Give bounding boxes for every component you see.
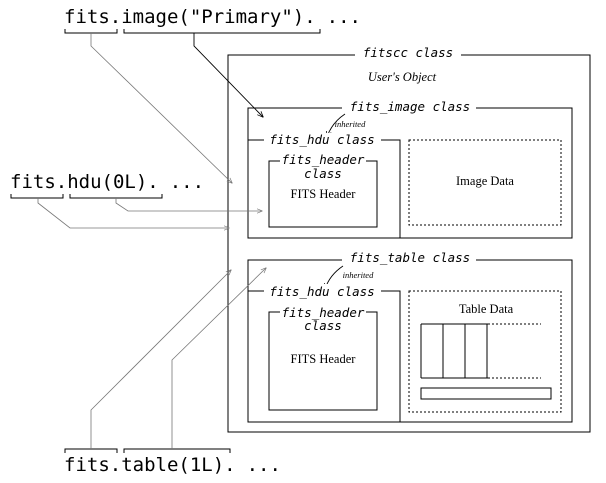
code-hdu-prefix: fits.	[10, 171, 67, 193]
table-inherited-label: inherited	[343, 270, 374, 280]
table-prefix-arrow	[90, 270, 231, 449]
hdu-call-bracket	[69, 194, 163, 199]
hdu-prefix-bracket	[10, 194, 64, 199]
image-fits-hdu-label: fits_hdu class	[269, 132, 374, 147]
table-row-bar	[420, 387, 552, 400]
code-hdu-line: fits.hdu(0L)....	[10, 171, 204, 193]
code-table-prefix: fits.	[64, 454, 121, 476]
table-fits-header-text: FITS Header	[291, 352, 357, 366]
code-image-prefix: fits.	[64, 6, 121, 28]
fitscc-class-label: fitscc class	[363, 45, 453, 60]
table-call-bracket	[123, 448, 231, 453]
image-header-class-line2: class	[304, 166, 342, 181]
table-data-box	[408, 290, 562, 413]
fits-table-class-label: fits_table class	[350, 250, 470, 265]
code-table-call: table(1L).	[121, 454, 235, 476]
users-object-label: User's Object	[368, 70, 437, 84]
image-header-class-line1: fits_header	[282, 152, 365, 167]
table-header-class-line1: fits_header	[282, 305, 365, 320]
image-prefix-arrow	[90, 33, 232, 183]
hdu-prefix-arrow	[37, 198, 229, 228]
table-prefix-bracket	[64, 448, 118, 453]
code-table-line: fits.table(1L)....	[64, 454, 281, 476]
image-inherited-label: inherited	[335, 119, 366, 129]
image-call-bracket	[123, 29, 321, 34]
image-fits-header-text: FITS Header	[291, 187, 357, 201]
table-call-arrow	[171, 268, 266, 449]
image-call-arrow	[193, 33, 263, 117]
code-hdu-suffix: ...	[170, 171, 204, 193]
code-image-call: image("Primary").	[121, 6, 315, 28]
code-table-suffix: ...	[247, 454, 281, 476]
image-prefix-bracket	[64, 29, 118, 34]
image-data-box	[408, 139, 562, 226]
table-data-text: Table Data	[459, 302, 514, 316]
hdu-call-arrow	[115, 198, 262, 211]
code-hdu-call: hdu(0L).	[67, 171, 159, 193]
table-fits-hdu-label: fits_hdu class	[269, 284, 374, 299]
fits-image-class-label: fits_image class	[350, 99, 470, 114]
image-data-text: Image Data	[456, 174, 514, 188]
table-header-class-line2: class	[304, 318, 342, 333]
code-image-suffix: ...	[327, 6, 361, 28]
code-image-line: fits.image("Primary")....	[64, 6, 361, 28]
